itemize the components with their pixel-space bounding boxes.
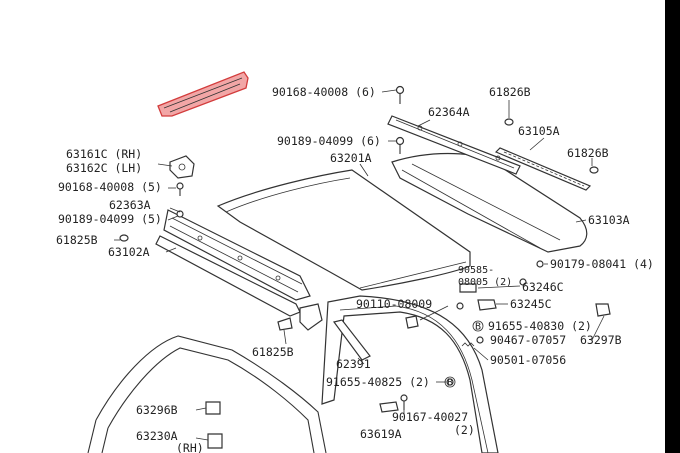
label-63296b: 63296B — [136, 403, 178, 417]
label-62364a: 62364A — [428, 105, 470, 119]
label-62363a: 62363A — [109, 198, 151, 212]
label-61826b-top: 61826B — [489, 85, 531, 99]
label-63201a: 63201A — [330, 151, 372, 165]
label-63161c-rh: 63161C (RH) — [66, 147, 142, 161]
bracket-63161c — [169, 155, 195, 179]
label-90585-part-a: 90585- — [458, 265, 494, 276]
label-90168-40008-left: 90168-40008 (5) — [58, 180, 162, 194]
small-parts — [119, 85, 611, 449]
label-90167-40027: 90167-40027 — [392, 410, 468, 424]
rail-62364a — [387, 115, 521, 175]
label-90179-08041: 90179-08041 (4) — [550, 257, 654, 271]
label-91655-40830: 91655-40830 (2) — [488, 319, 592, 333]
left-rail-assembly — [155, 209, 311, 317]
label-90168-40008-top: 90168-40008 (6) — [272, 85, 376, 99]
label-63103a: 63103A — [588, 213, 630, 227]
rail-63105a — [494, 147, 592, 191]
label-63105a: 63105A — [518, 124, 560, 138]
screen-edge-bar — [665, 0, 680, 453]
roof-panel — [216, 169, 471, 291]
callout-b-2-label: B — [447, 378, 453, 389]
right-side-panel — [391, 152, 588, 253]
label-rh: (RH) — [176, 441, 204, 453]
label-63230a: 63230A — [136, 429, 178, 443]
label-90167-40027-qty: (2) — [454, 423, 475, 437]
callout-b-1-label: B — [475, 322, 481, 333]
callout-b-2: B — [444, 376, 456, 389]
label-63245c: 63245C — [510, 297, 552, 311]
label-62391: 62391 — [336, 357, 371, 371]
label-90585-part-b: 08005 (2) — [458, 277, 512, 288]
label-90189-04099-left: 90189-04099 (5) — [58, 212, 162, 226]
label-90501-07056: 90501-07056 — [490, 353, 566, 367]
leader-lines — [114, 89, 605, 441]
highlighted-rail-part[interactable] — [157, 71, 249, 117]
label-63619a: 63619A — [360, 427, 402, 441]
label-90110-08009: 90110-08009 — [356, 297, 432, 311]
label-90189-04099-top: 90189-04099 (6) — [277, 134, 381, 148]
label-63102a: 63102A — [108, 245, 150, 259]
door-frame — [299, 295, 499, 453]
callout-b-1: B — [472, 320, 484, 333]
label-61825b-left: 61825B — [56, 233, 98, 247]
label-63162c-lh: 63162C (LH) — [66, 161, 142, 175]
label-61825b-mid: 61825B — [252, 345, 294, 359]
label-63246c: 63246C — [522, 280, 564, 294]
label-63297b: 63297B — [580, 333, 622, 347]
label-90467-07057: 90467-07057 — [490, 333, 566, 347]
label-61826b-right: 61826B — [567, 146, 609, 160]
window-weatherstrip — [87, 335, 327, 453]
label-91655-40825: 91655-40825 (2) — [326, 375, 430, 389]
